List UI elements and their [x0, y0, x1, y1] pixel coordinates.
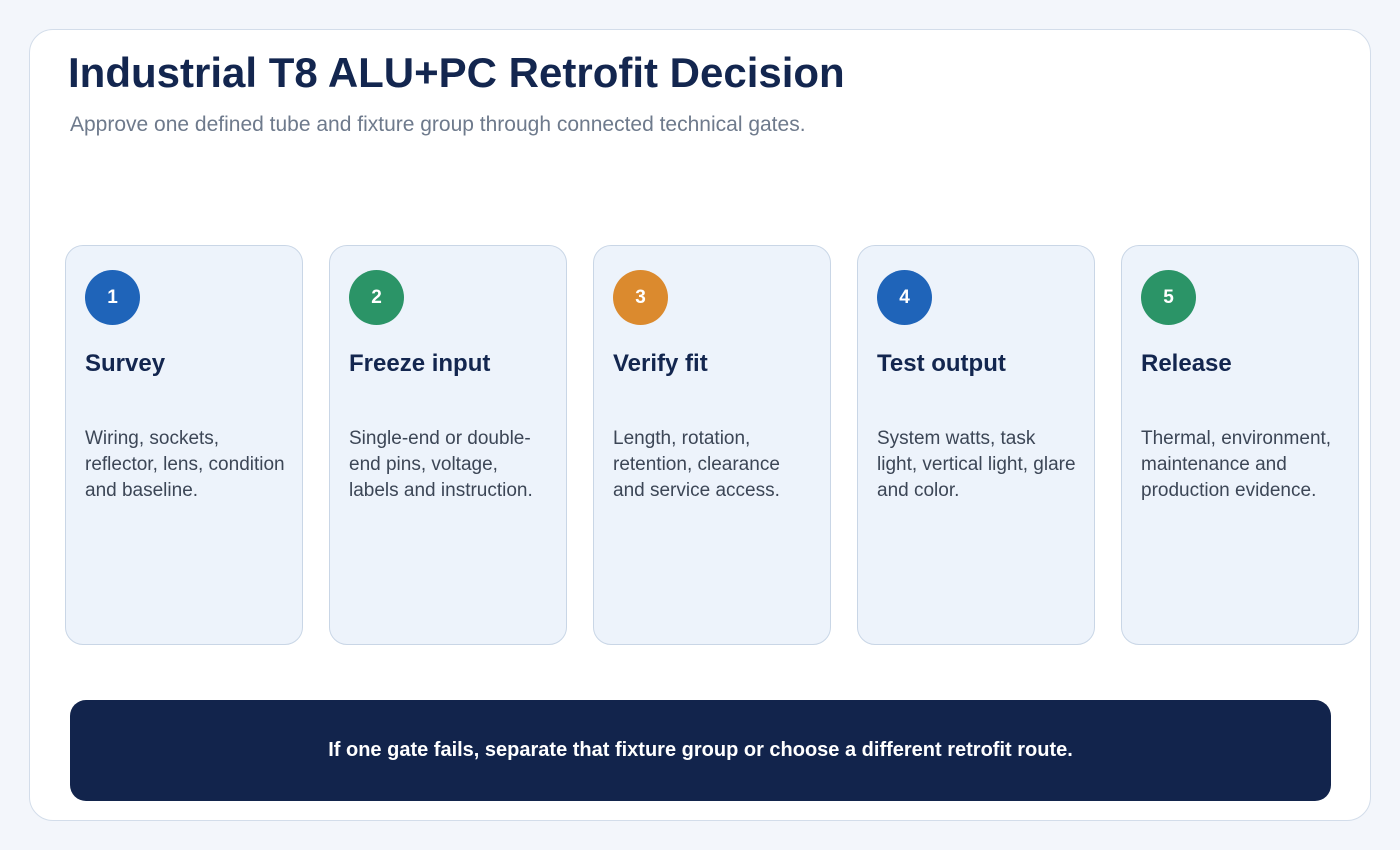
step-number-badge: 1 — [85, 270, 140, 325]
page-title: Industrial T8 ALU+PC Retrofit Decision — [68, 49, 845, 96]
step-description: Thermal, environment, maintenance and pr… — [1141, 428, 1332, 501]
step-card-freeze-input: 2 Freeze input Single-end or double-end … — [329, 245, 567, 645]
step-number-badge: 4 — [877, 270, 932, 325]
step-card-test-output: 4 Test output System watts, task light, … — [857, 245, 1095, 645]
step-description: Wiring, sockets, reflector, lens, condit… — [85, 428, 285, 501]
gate-steps: 1 Survey Wiring, sockets, reflector, len… — [65, 245, 1360, 645]
step-title: Survey — [85, 350, 166, 377]
step-title: Freeze input — [349, 350, 491, 377]
step-description: Single-end or double-end pins, voltage, … — [349, 428, 533, 501]
step-number-badge: 2 — [349, 270, 404, 325]
step-card-release: 5 Release Thermal, environment, maintena… — [1121, 245, 1359, 645]
step-card-verify-fit: 3 Verify fit Length, rotation, retention… — [593, 245, 831, 645]
step-title: Verify fit — [613, 350, 708, 377]
step-description: System watts, task light, vertical light… — [877, 428, 1076, 501]
step-description: Length, rotation, retention, clearance a… — [613, 428, 780, 501]
step-number-badge: 5 — [1141, 270, 1196, 325]
step-number-badge: 3 — [613, 270, 668, 325]
failure-rule-banner: If one gate fails, separate that fixture… — [70, 700, 1331, 801]
page-subtitle: Approve one defined tube and fixture gro… — [70, 113, 806, 136]
step-title: Test output — [877, 350, 1006, 377]
step-title: Release — [1141, 350, 1232, 377]
step-card-survey: 1 Survey Wiring, sockets, reflector, len… — [65, 245, 303, 645]
banner-text: If one gate fails, separate that fixture… — [328, 739, 1073, 761]
